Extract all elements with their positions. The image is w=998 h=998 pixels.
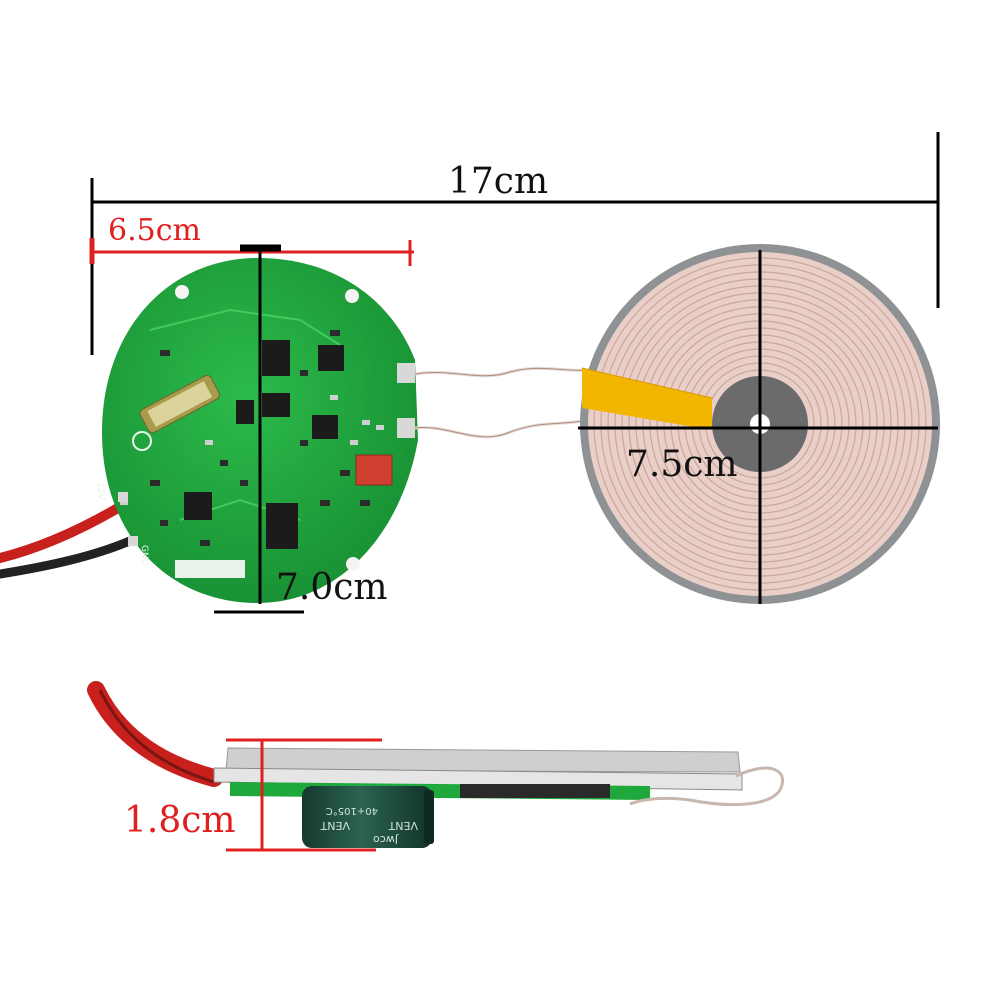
coil-diameter-label: 7.5cm xyxy=(626,444,738,485)
capacitor-vent-left: VENT xyxy=(320,819,350,832)
dimension-lines xyxy=(89,132,940,614)
pcb-board: 12V GND xyxy=(95,258,418,603)
capacitor: Jwco VENT VENT 40+105°C xyxy=(302,786,434,848)
coil-leads xyxy=(414,366,591,439)
power-cable xyxy=(0,503,137,579)
capacitor-brand: Jwco xyxy=(373,833,399,846)
thickness-label: 1.8cm xyxy=(124,800,236,841)
pcb-gnd-label: GND xyxy=(139,545,149,566)
capacitor-vent-right: VENT xyxy=(388,819,418,832)
pcb-width-label: 6.5cm xyxy=(108,213,201,248)
capacitor-rating: 40+105°C xyxy=(326,805,378,816)
pcb-12v-label: 12V xyxy=(95,482,105,500)
pcb-height-label: 7.0cm xyxy=(276,567,388,608)
total-length-label: 17cm xyxy=(448,161,549,202)
side-view: Jwco VENT VENT 40+105°C xyxy=(87,681,785,852)
